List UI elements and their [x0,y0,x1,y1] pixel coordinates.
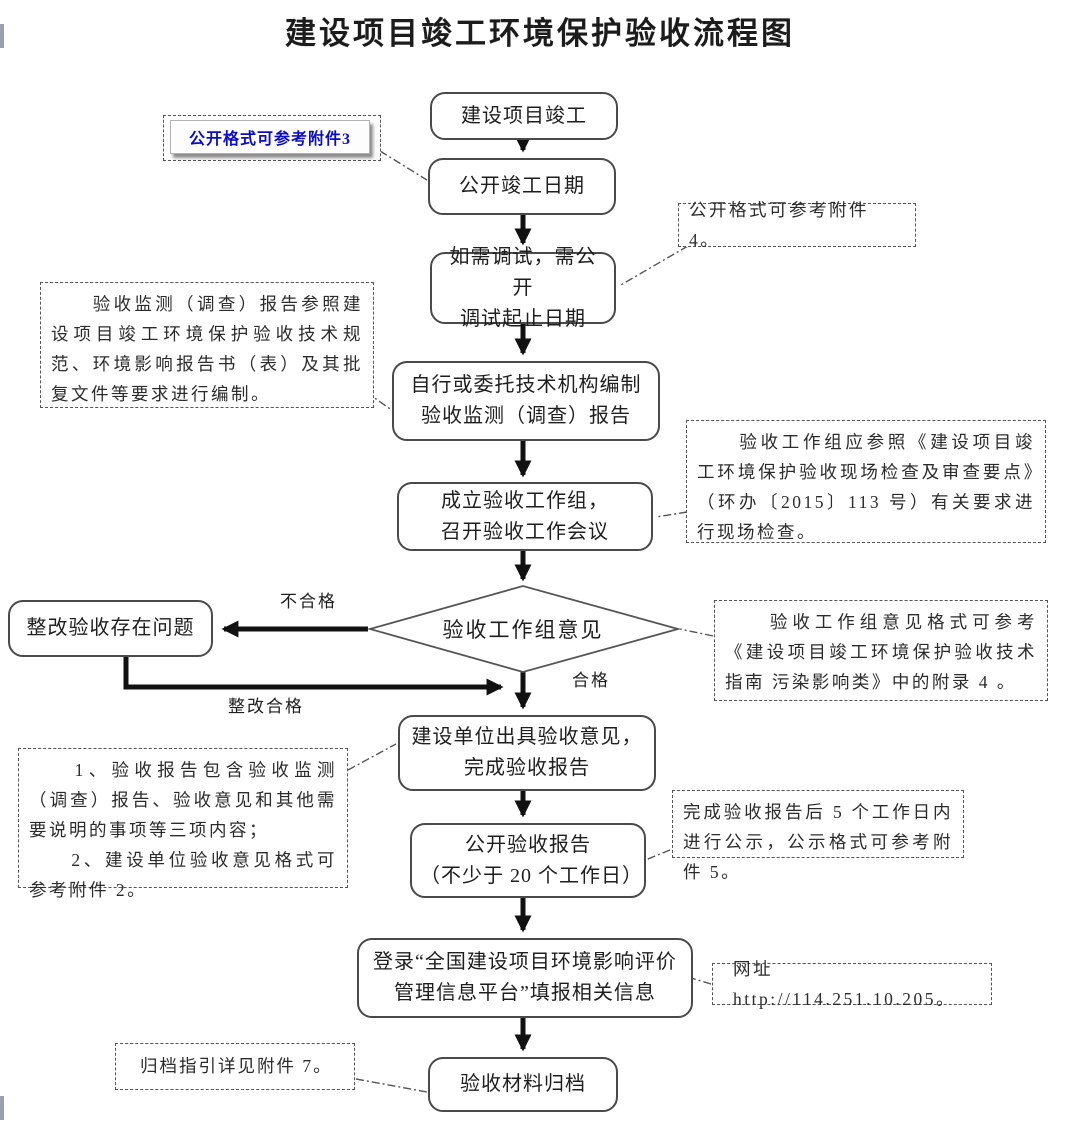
page-title: 建设项目竣工环境保护验收流程图 [285,16,795,51]
annotation-attachment-3: 公开格式可参考附件3 [163,115,381,161]
scan-artifact-bottom [0,1096,4,1120]
annotation-archive-guide: 归档指引详见附件 7。 [115,1043,355,1090]
annotation-attachment-3-label: 公开格式可参考附件3 [170,120,370,154]
annotation-opinion-format: 验收工作组意见格式可参考《建设项目竣工环境保护验收技术指南 污染影响类》中的附录… [714,600,1048,701]
annotation-website: 网址 http://114.251.10.205。 [712,959,992,1009]
leader-attachment3 [379,150,428,181]
node-publish-completion-date: 公开竣工日期 [428,158,616,215]
branch-return-rectified [123,657,504,696]
leader-attachment4 [618,245,689,287]
leader-report-contents [347,743,397,771]
node-archive-materials: 验收材料归档 [428,1057,618,1112]
node-issue-acceptance-opinion: 建设单位出具验收意见， 完成验收报告 [398,715,656,791]
annotation-attachment-4: 公开格式可参考附件 4。 [678,200,916,250]
annotation-site-inspection: 验收工作组应参照《建设项目竣工环境保护验收现场检查及审查要点》（环办〔2015〕… [686,420,1046,543]
edge-label-pass: 合格 [570,666,612,691]
scan-artifact-top [0,24,4,48]
leader-website [690,977,712,985]
node-project-completion: 建设项目竣工 [430,92,618,140]
annotation-report-contents: 1、验收报告包含验收监测（调查）报告、验收意见和其他需要说明的事项等三项内容； … [18,748,348,900]
decision-diamond [366,585,682,673]
node-form-acceptance-team: 成立验收工作组， 召开验收工作会议 [397,482,653,551]
node-rectify-issues: 整改验收存在问题 [8,600,213,657]
leader-site-inspection [655,511,688,518]
node-publish-acceptance-report: 公开验收报告 （不少于 20 个工作日） [410,823,646,898]
leader-publicity [642,849,671,862]
edge-label-fail: 不合格 [278,587,339,612]
leader-opinion-format [679,628,714,637]
annotation-report-preparation: 验收监测（调查）报告参照建设项目竣工环境保护验收技术规范、环境影响报告书（表）及… [40,282,374,408]
node-commissioning-dates: 如需调试，需公开 调试起止日期 [430,246,616,330]
edge-label-rectified: 整改合格 [226,692,306,717]
node-prepare-monitoring-report: 自行或委托技术机构编制 验收监测（调查）报告 [392,361,660,441]
annotation-publicity-5days: 完成验收报告后 5 个工作日内进行公示，公示格式可参考附件 5。 [672,790,964,882]
decision-acceptance-team-opinion: 验收工作组意见 [442,618,604,642]
leader-archive-guide [355,1078,428,1093]
node-report-platform: 登录“全国建设项目环境影响评价 管理信息平台”填报相关信息 [357,938,693,1018]
